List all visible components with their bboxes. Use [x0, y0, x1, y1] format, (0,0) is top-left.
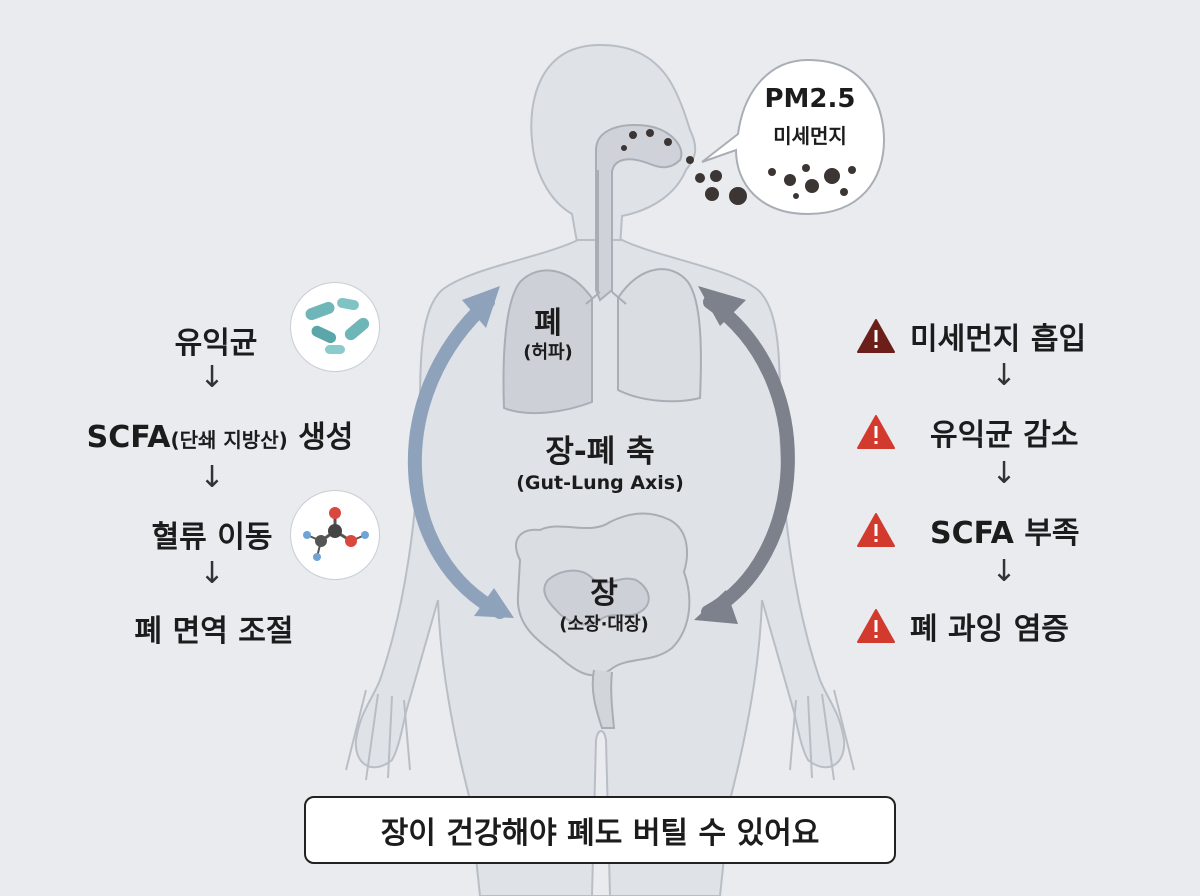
axis-title: 장-폐 축: [545, 434, 655, 470]
right-step-inflammation-label: 폐 과잉 염증: [910, 612, 1069, 647]
left-lung: [502, 269, 593, 415]
arrow-head-gut-left: [474, 588, 514, 618]
molecule-icon: [290, 490, 380, 580]
right-step-bacteria-decrease-label: 유익균 감소: [930, 418, 1079, 453]
left-step-scfa-main: SCFA: [86, 420, 171, 455]
warning-icon: [857, 319, 895, 353]
axis-sub: (Gut-Lung Axis): [516, 472, 684, 494]
caption-box: 장이 건강해야 폐도 버틸 수 있어요: [304, 796, 896, 864]
arrow-lung-to-gut-right: [701, 295, 795, 619]
lung-sub: (허파): [523, 342, 573, 363]
inhaled-particles: [621, 129, 747, 205]
gut-sub: (소장·대장): [559, 614, 649, 635]
right-hand: [789, 689, 855, 781]
gut-title: 장: [590, 576, 618, 611]
arrow-head-gut-right: [694, 590, 738, 624]
small-intestine: [543, 569, 650, 626]
bronchi: [585, 291, 627, 305]
right-arrow-1: ↓: [991, 358, 1017, 393]
rectum: [591, 669, 616, 729]
left-step-scfa-sub: (단쇄 지방산): [170, 428, 288, 452]
arrow-gut-to-lung-left: [407, 295, 507, 619]
right-lung: [617, 268, 702, 403]
right-step-scfa-shortage-label: SCFA 부족: [930, 516, 1080, 551]
warning-icon: [857, 415, 895, 449]
left-hand: [345, 689, 411, 781]
left-step-immune: 폐 면역 조절: [134, 614, 294, 649]
right-step-inflammation: 폐 과잉 염증: [856, 604, 1069, 648]
left-arrow-2: ↓: [199, 460, 225, 495]
right-arrow-2: ↓: [991, 456, 1017, 491]
right-step-inhale: 미세먼지 흡입: [856, 314, 1086, 358]
caption-text: 장이 건강해야 폐도 버틸 수 있어요: [380, 816, 820, 851]
right-step-bacteria-decrease: 유익균 감소: [856, 410, 1078, 454]
pm-bubble-title: PM2.5: [764, 84, 856, 114]
airway: [595, 124, 683, 302]
left-step-bacteria: 유익균: [174, 326, 258, 361]
trachea: [597, 170, 613, 292]
warning-icon: [857, 513, 895, 547]
left-arrow-3: ↓: [199, 556, 225, 591]
pm-bubble-particles: [768, 164, 856, 199]
bacteria-icon: [290, 282, 380, 372]
right-arrow-3: ↓: [991, 554, 1017, 589]
left-step-scfa: SCFA(단쇄 지방산) 생성: [87, 412, 354, 456]
left-step-blood: 혈류 이동: [151, 520, 273, 555]
right-step-scfa-shortage: SCFA 부족: [856, 508, 1080, 552]
arrow-head-lung-left: [462, 286, 500, 328]
pm-bubble-sub: 미세먼지: [773, 124, 847, 148]
warning-icon: [857, 609, 895, 643]
left-arrow-1: ↓: [199, 360, 225, 395]
arrow-head-lung-right: [698, 286, 746, 326]
lung-title: 폐: [534, 306, 562, 341]
left-step-scfa-suffix: 생성: [298, 420, 354, 455]
right-step-inhale-label: 미세먼지 흡입: [910, 322, 1087, 357]
